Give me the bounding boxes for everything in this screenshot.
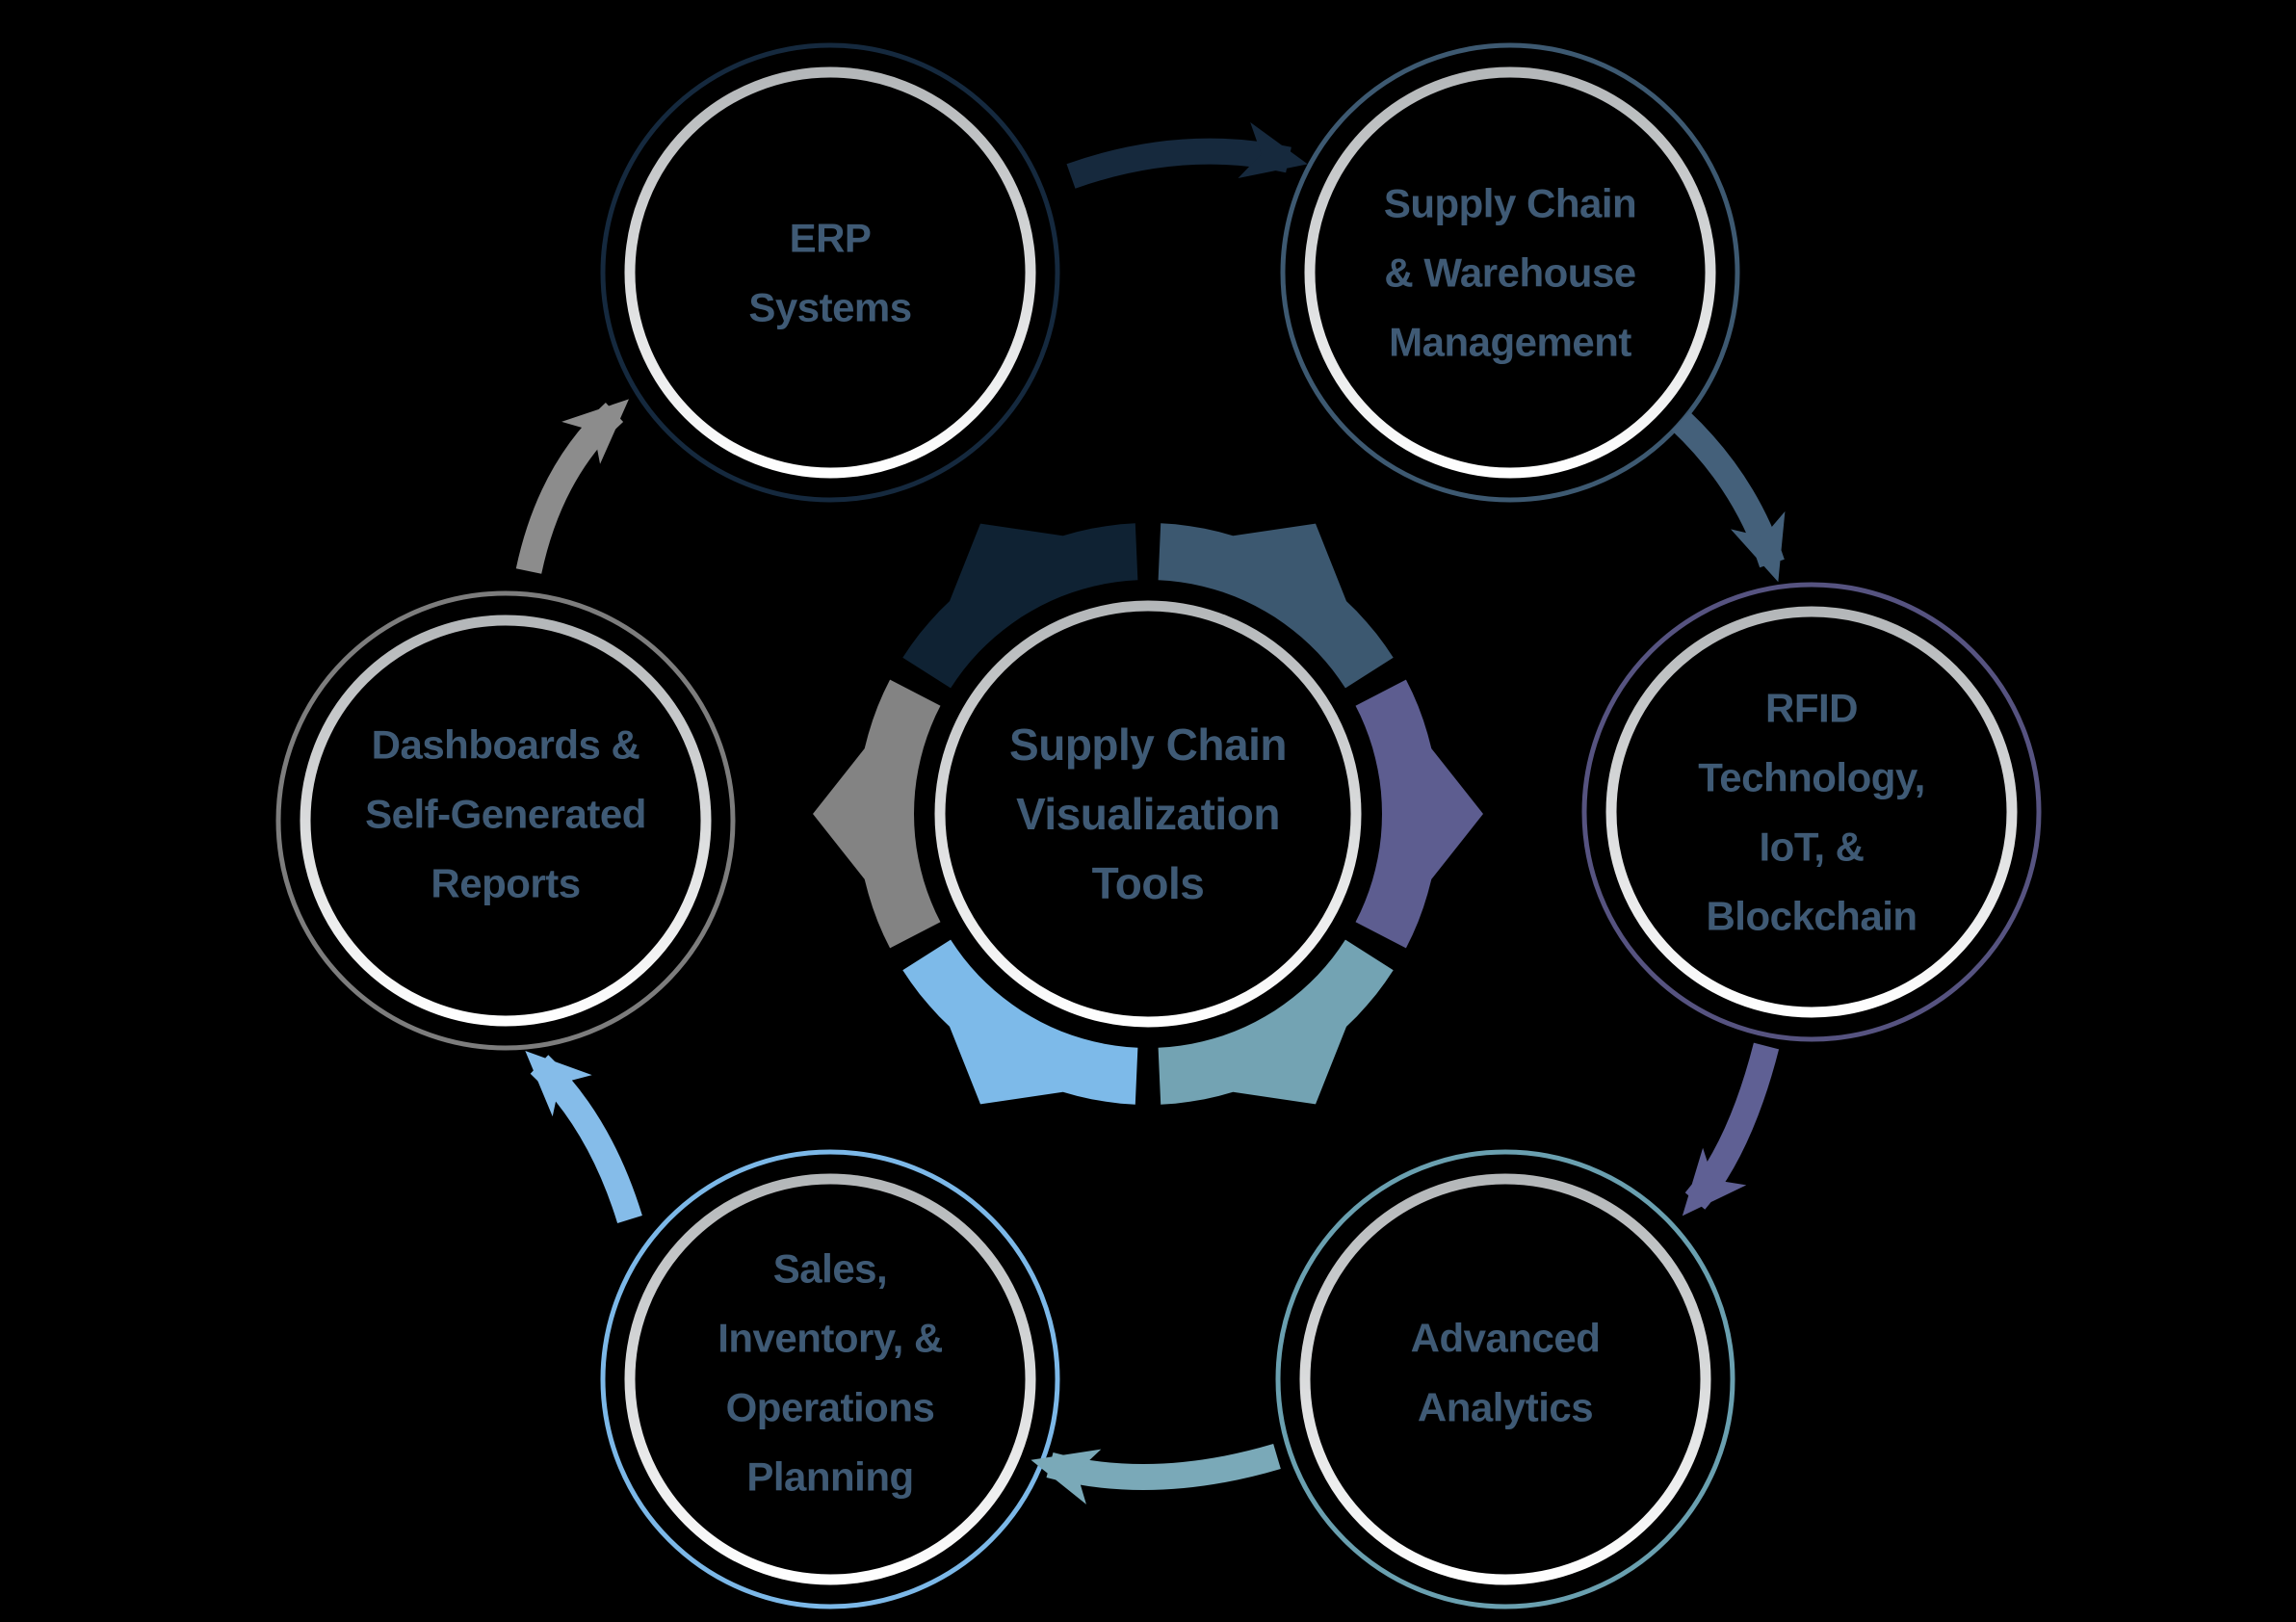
dashboards-label-line: Self-Generated — [365, 792, 646, 837]
erp-label-line: ERP — [790, 216, 872, 261]
gear-segment-erp — [902, 523, 1138, 689]
sales-label-line: Planning — [746, 1454, 913, 1500]
analytics-label-line: Analytics — [1418, 1385, 1593, 1430]
supply-label-line: Management — [1389, 320, 1631, 365]
rfid-label-line: RFID — [1765, 686, 1858, 731]
center-label-group: Supply Chain Visualization Tools — [1009, 719, 1287, 908]
sales-label-line: Operations — [726, 1385, 935, 1430]
gear-segment-dashboards — [813, 679, 941, 949]
rfid-label-line: Blockchain — [1706, 894, 1917, 939]
arrow-dashboards-to-erp — [515, 399, 629, 574]
gear-segment-sales — [902, 939, 1138, 1105]
node-sales-inventory-operations: Sales, Inventory, & Operations Planning — [600, 1149, 1060, 1609]
analytics-label-line: Advanced — [1411, 1316, 1601, 1361]
arrow-supply-to-rfid — [1671, 411, 1786, 583]
rfid-label-line: Technology, — [1698, 755, 1925, 800]
node-rfid-iot-blockchain: RFID Technology, IoT, & Blockchain — [1581, 582, 2042, 1042]
node-erp-systems: ERP Systems — [600, 42, 1060, 503]
sales-inner-ring — [624, 1173, 1036, 1585]
dashboards-label-line: Reports — [430, 861, 580, 906]
flow-arrows — [515, 121, 1786, 1504]
supply-label-line: Supply Chain — [1384, 181, 1636, 226]
center-label-line: Tools — [1092, 858, 1205, 908]
dashboards-outer-ring — [275, 590, 736, 1051]
sales-outer-ring — [600, 1149, 1060, 1609]
center-label-line: Supply Chain — [1009, 719, 1287, 770]
node-supply-chain-warehouse: Supply Chain & Warehouse Management — [1280, 42, 1740, 503]
arrow-erp-to-supply — [1066, 121, 1308, 189]
rfid-inner-ring — [1605, 606, 2018, 1018]
gear-segment-rfid — [1355, 679, 1483, 949]
center-gear: Supply Chain Visualization Tools — [813, 523, 1483, 1105]
arrow-rfid-to-analytics — [1682, 1042, 1780, 1216]
dashboards-inner-ring — [300, 615, 712, 1027]
center-inner-ring — [934, 600, 1362, 1028]
supply-outer-ring — [1280, 42, 1740, 503]
gear-segment-analytics — [1158, 939, 1394, 1105]
sales-label-line: Inventory, & — [718, 1316, 943, 1361]
node-dashboards-reports: Dashboards & Self-Generated Reports — [275, 590, 736, 1051]
supply-label-line: & Warehouse — [1384, 250, 1635, 296]
dashboards-label-line: Dashboards & — [372, 722, 640, 768]
rfid-label-line: IoT, & — [1760, 824, 1865, 870]
analytics-inner-ring — [1299, 1173, 1711, 1585]
supply-inner-ring — [1304, 66, 1716, 479]
sales-label-line: Sales, — [773, 1246, 887, 1292]
arrow-sales-to-dashboards — [525, 1051, 642, 1223]
rfid-outer-ring — [1581, 582, 2042, 1042]
erp-inner-ring — [624, 66, 1036, 479]
analytics-outer-ring — [1275, 1149, 1735, 1609]
erp-outer-ring — [600, 42, 1060, 503]
gear-segment-supply — [1158, 523, 1394, 689]
arrow-analytics-to-sales — [1031, 1444, 1281, 1504]
center-label-line: Visualization — [1016, 789, 1280, 839]
node-advanced-analytics: Advanced Analytics — [1275, 1149, 1735, 1609]
erp-label-line: Systems — [748, 285, 911, 330]
